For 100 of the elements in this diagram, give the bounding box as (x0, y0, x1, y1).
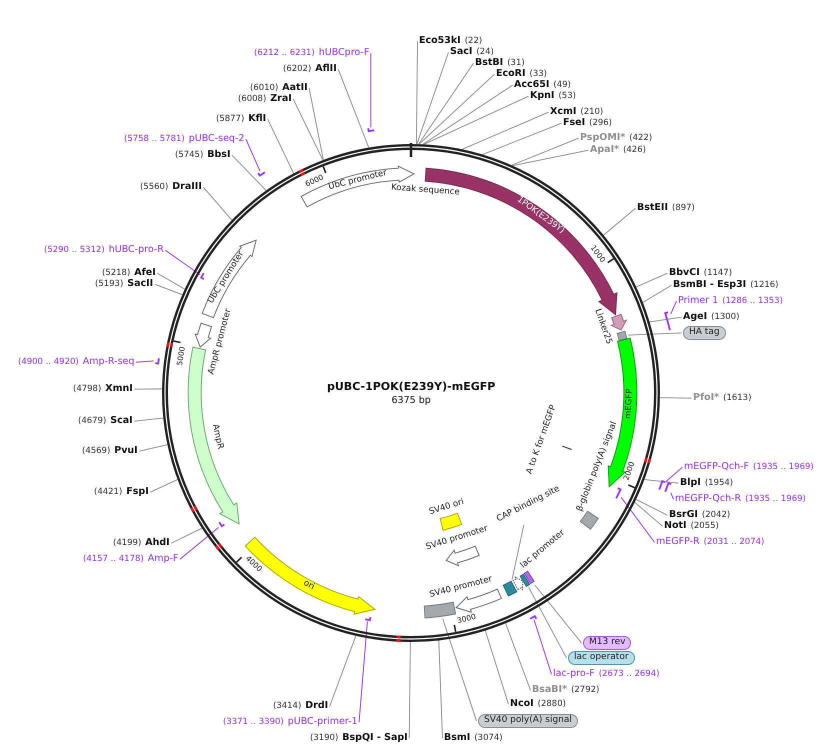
enzyme-name: AflII (315, 64, 337, 74)
primer-mark-icon (366, 127, 375, 133)
leader-line (416, 52, 449, 145)
site-position: (6010) (250, 84, 278, 94)
primer-mark-icon (528, 614, 538, 620)
enzyme-name: DrdI (305, 701, 328, 712)
enzyme-name: ZraI (270, 94, 292, 104)
feature-label: AmpR (210, 423, 225, 450)
enzyme-name: XmnI (105, 384, 133, 394)
primer-mark-icon (218, 521, 226, 528)
leader-line (164, 250, 201, 276)
leader-line (505, 622, 531, 691)
site-position: (33) (530, 70, 547, 80)
enzyme-name: AhdI (145, 538, 170, 548)
primer-name: Amp-F (148, 554, 178, 564)
feature-label: Kozak sequence (391, 183, 460, 198)
site-position: (296) (589, 119, 612, 128)
leader-line (528, 587, 567, 658)
leader-line (338, 68, 370, 148)
enzyme-name: PfoI* (693, 393, 720, 404)
leader-line (512, 150, 589, 166)
leader-line (358, 621, 368, 723)
leader-line (134, 418, 164, 422)
leader-line (245, 138, 260, 172)
leader-line (370, 52, 372, 128)
primer-name: pUBC-seq-2 (188, 134, 244, 144)
leader-line (150, 479, 178, 493)
primer-mark-icon (664, 482, 673, 493)
site-position: (5193) (95, 280, 124, 290)
leader-line (644, 479, 679, 484)
primer-range: (6212 .. 6231) (254, 49, 315, 58)
leader-line (418, 62, 474, 145)
plasmid-length: 6375 bp (392, 396, 431, 406)
enzyme-name: BspQI - SapI (342, 733, 408, 744)
leader-line (670, 492, 674, 500)
leader-line (482, 122, 562, 155)
enzyme-name: BstEII (637, 203, 668, 214)
primer-mark-icon (664, 311, 671, 332)
enzyme-name: BstBI (475, 58, 504, 68)
enzyme-name: NotI (664, 521, 687, 532)
site-position: (897) (672, 204, 695, 214)
primer-range: (1935 .. 1969) (745, 495, 806, 504)
site-position: (4421) (94, 488, 122, 498)
leader-line (308, 88, 324, 160)
site-position: (1300) (711, 313, 740, 322)
site-position: (2880) (538, 700, 566, 710)
enzyme-name: BsrGI (669, 510, 698, 520)
enzyme-name: BsaBI* (532, 685, 568, 696)
site-position: (5218) (102, 269, 130, 278)
site-position: (3074) (474, 734, 503, 744)
site-position: (2042) (702, 511, 730, 520)
enzyme-name: ApaI* (590, 145, 620, 156)
enzyme-name: SacII (127, 279, 154, 290)
leader-line (462, 112, 549, 150)
enzyme-name: SacI (450, 47, 472, 58)
primer-range: (2673 .. 2694) (598, 670, 660, 680)
leader-line (534, 619, 552, 675)
leader-line (170, 528, 202, 544)
primer-name: pUBC-primer-1 (288, 717, 358, 728)
site-position: (3190) (310, 734, 338, 744)
feature-label: ori (301, 579, 316, 594)
primer-mark-icon (658, 480, 666, 490)
leader-line (628, 332, 682, 336)
leader-line (603, 208, 636, 236)
primer-name: hUBCpro-F (318, 48, 370, 58)
site-position: (4798) (73, 385, 102, 394)
leader-line (634, 502, 663, 527)
leader-line (408, 642, 411, 739)
leader-line (484, 630, 509, 705)
site-position: (5560) (140, 183, 168, 192)
primer-mark-icon (614, 486, 622, 500)
leader-line (442, 618, 477, 722)
leader-line (512, 524, 524, 580)
plasmid-name: pUBC-1POK(E239Y)-mEGFP (327, 380, 496, 394)
primer-name: Primer 1 (678, 296, 718, 306)
leader-line (620, 496, 655, 543)
primer-name: Amp-R-seq (82, 357, 134, 368)
site-position: (2055) (690, 522, 719, 532)
feature-label: mEGFP (624, 388, 636, 420)
leader-line (666, 466, 683, 482)
enzyme-name: KpnI (530, 91, 554, 102)
enzyme-name: NcoI (510, 699, 534, 710)
leader-line (416, 40, 418, 144)
leader-line (418, 74, 495, 145)
site-position: (1613) (723, 394, 752, 404)
primer-range: (1935 .. 1969) (753, 463, 814, 472)
leader-line (156, 272, 186, 290)
site-position: (426) (623, 146, 646, 156)
site-position: (5745) (175, 151, 204, 160)
feature-block-icon (502, 580, 518, 597)
primer-name: mEGFP-Qch-R (675, 494, 742, 504)
site-position: (3414) (273, 702, 302, 712)
enzyme-name: DraIII (172, 182, 202, 192)
leader-line (179, 527, 219, 560)
primer-range: (3371 .. 3390) (223, 718, 284, 728)
enzyme-name: EcoRI (496, 69, 526, 80)
enzyme-name: BbsI (207, 150, 230, 160)
site-position: (49) (553, 81, 571, 90)
leader-line (642, 284, 672, 303)
site-position: (4199) (113, 539, 142, 548)
